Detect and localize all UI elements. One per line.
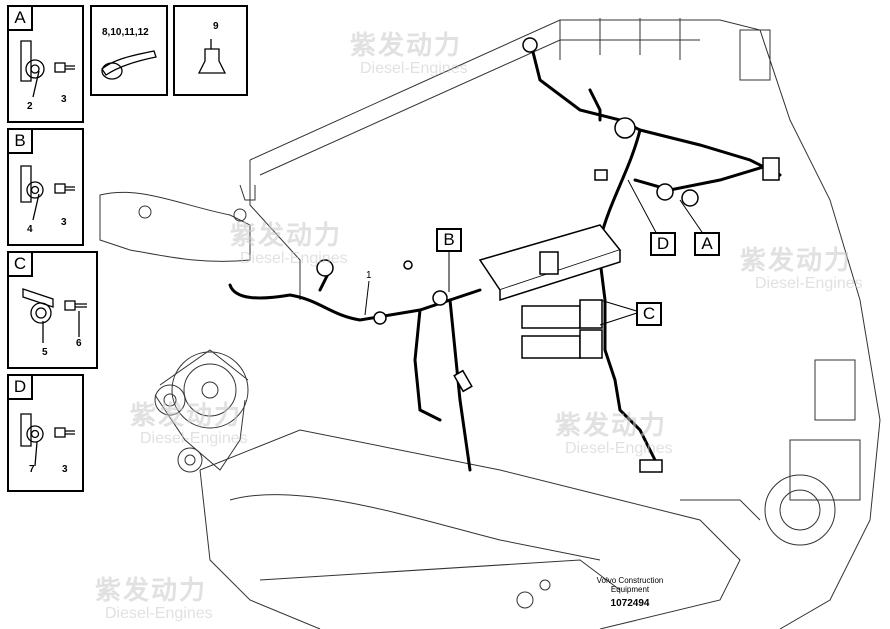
part-number: 6 (76, 338, 82, 349)
detail-box-c: C 5 6 (7, 251, 98, 369)
watermark-cn: 紫发动力 (740, 245, 853, 275)
clip-box: 9 (173, 5, 248, 96)
watermark-en: Diesel-Engines (755, 275, 863, 292)
part-number: 2 (27, 101, 33, 112)
clamp-bolt-icon (20, 165, 75, 221)
callout-a: A (694, 232, 720, 256)
detail-letter: B (9, 130, 33, 154)
part-number: 4 (27, 224, 33, 235)
cable-tie-box: 8,10,11,12 (90, 5, 168, 96)
cable-tie-icon (101, 50, 157, 80)
clamp-bolt-icon (22, 288, 87, 343)
harness-branch-down (413, 308, 442, 422)
detail-box-a: A 2 3 (7, 5, 84, 123)
watermark-en: Diesel-Engines (360, 60, 468, 77)
watermark-en: Diesel-Engines (565, 440, 673, 457)
watermark-en: Diesel-Engines (105, 605, 213, 622)
callout-d: D (650, 232, 676, 256)
pulley-main (171, 351, 249, 429)
connector-upper (521, 305, 581, 329)
callout-b: B (436, 228, 462, 252)
part-number: 8,10,11,12 (102, 27, 149, 38)
drawing-id: 1072494 (610, 598, 650, 609)
detail-letter: A (9, 7, 33, 31)
clamp-bolt-icon (20, 40, 75, 98)
watermark-cn: 紫发动力 (350, 30, 463, 60)
pulley-lower (177, 447, 203, 473)
lower-block (199, 429, 741, 629)
watermark-cn: 紫发动力 (95, 575, 208, 605)
intake-pipe (99, 191, 251, 262)
harness-branch-up (528, 38, 642, 242)
harness-label: 1 (366, 270, 372, 281)
watermark-cn: 紫发动力 (130, 400, 243, 430)
part-number: 3 (62, 464, 68, 475)
part-number: 9 (213, 21, 219, 32)
engine-block-outline (249, 19, 881, 629)
part-number: 7 (29, 464, 35, 475)
callout-c: C (636, 302, 662, 326)
watermark-cn: 紫发动力 (230, 220, 343, 250)
part-number: 3 (61, 94, 67, 105)
footer: Volvo Construction Equipment 1072494 (585, 576, 675, 609)
clip-icon (197, 39, 227, 74)
watermark-cn: 紫发动力 (555, 410, 668, 440)
detail-box-d: D 7 3 (7, 374, 84, 492)
clamp-bolt-icon (20, 413, 75, 467)
detail-letter: D (9, 376, 33, 400)
detail-box-b: B 4 3 (7, 128, 84, 246)
part-number: 3 (61, 217, 67, 228)
connector-lower (521, 335, 581, 359)
watermark-en: Diesel-Engines (240, 250, 348, 267)
pulley-small (154, 384, 186, 416)
detail-letter: C (9, 253, 33, 277)
part-number: 5 (42, 347, 48, 358)
footer-org: Volvo Construction Equipment (596, 576, 664, 594)
watermark-en: Diesel-Engines (140, 430, 248, 447)
harness-main (228, 283, 482, 322)
